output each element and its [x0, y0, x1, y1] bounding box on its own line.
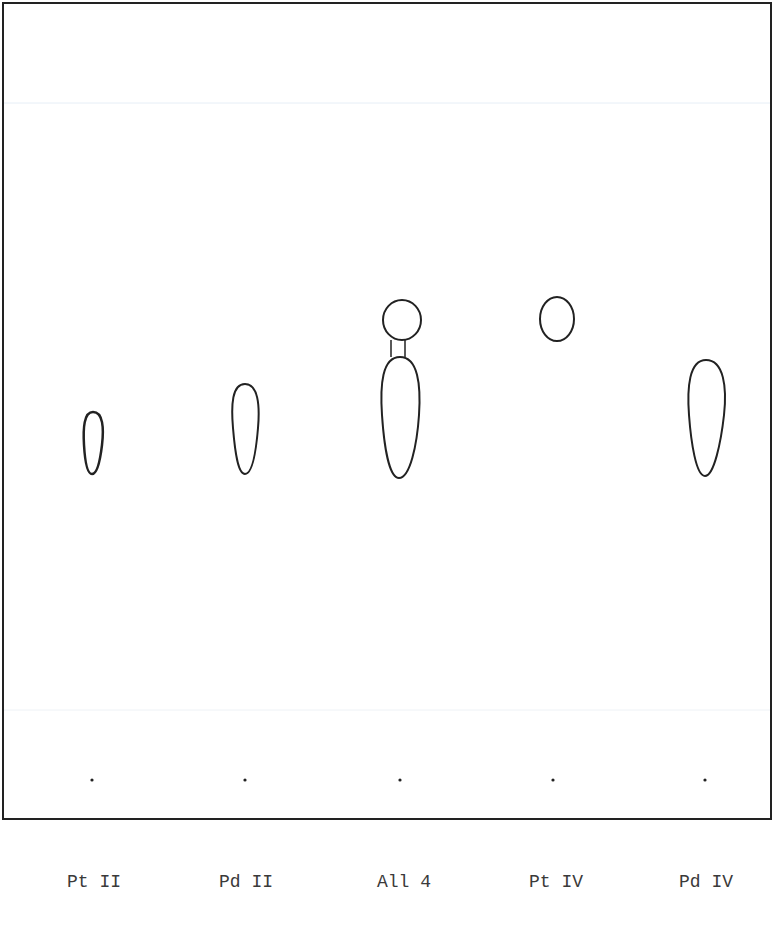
origin-dots: [90, 778, 706, 781]
lane-label: Pd IV: [679, 873, 733, 891]
lane-label: Pd II: [219, 873, 273, 891]
faint-line: [4, 103, 770, 104]
plate-border: [3, 3, 771, 819]
lane-label: Pt IV: [529, 873, 583, 891]
spots: [84, 297, 725, 478]
lane-label: All 4: [377, 873, 431, 891]
faint-line: [4, 710, 770, 711]
lane-label: Pt II: [67, 873, 121, 891]
